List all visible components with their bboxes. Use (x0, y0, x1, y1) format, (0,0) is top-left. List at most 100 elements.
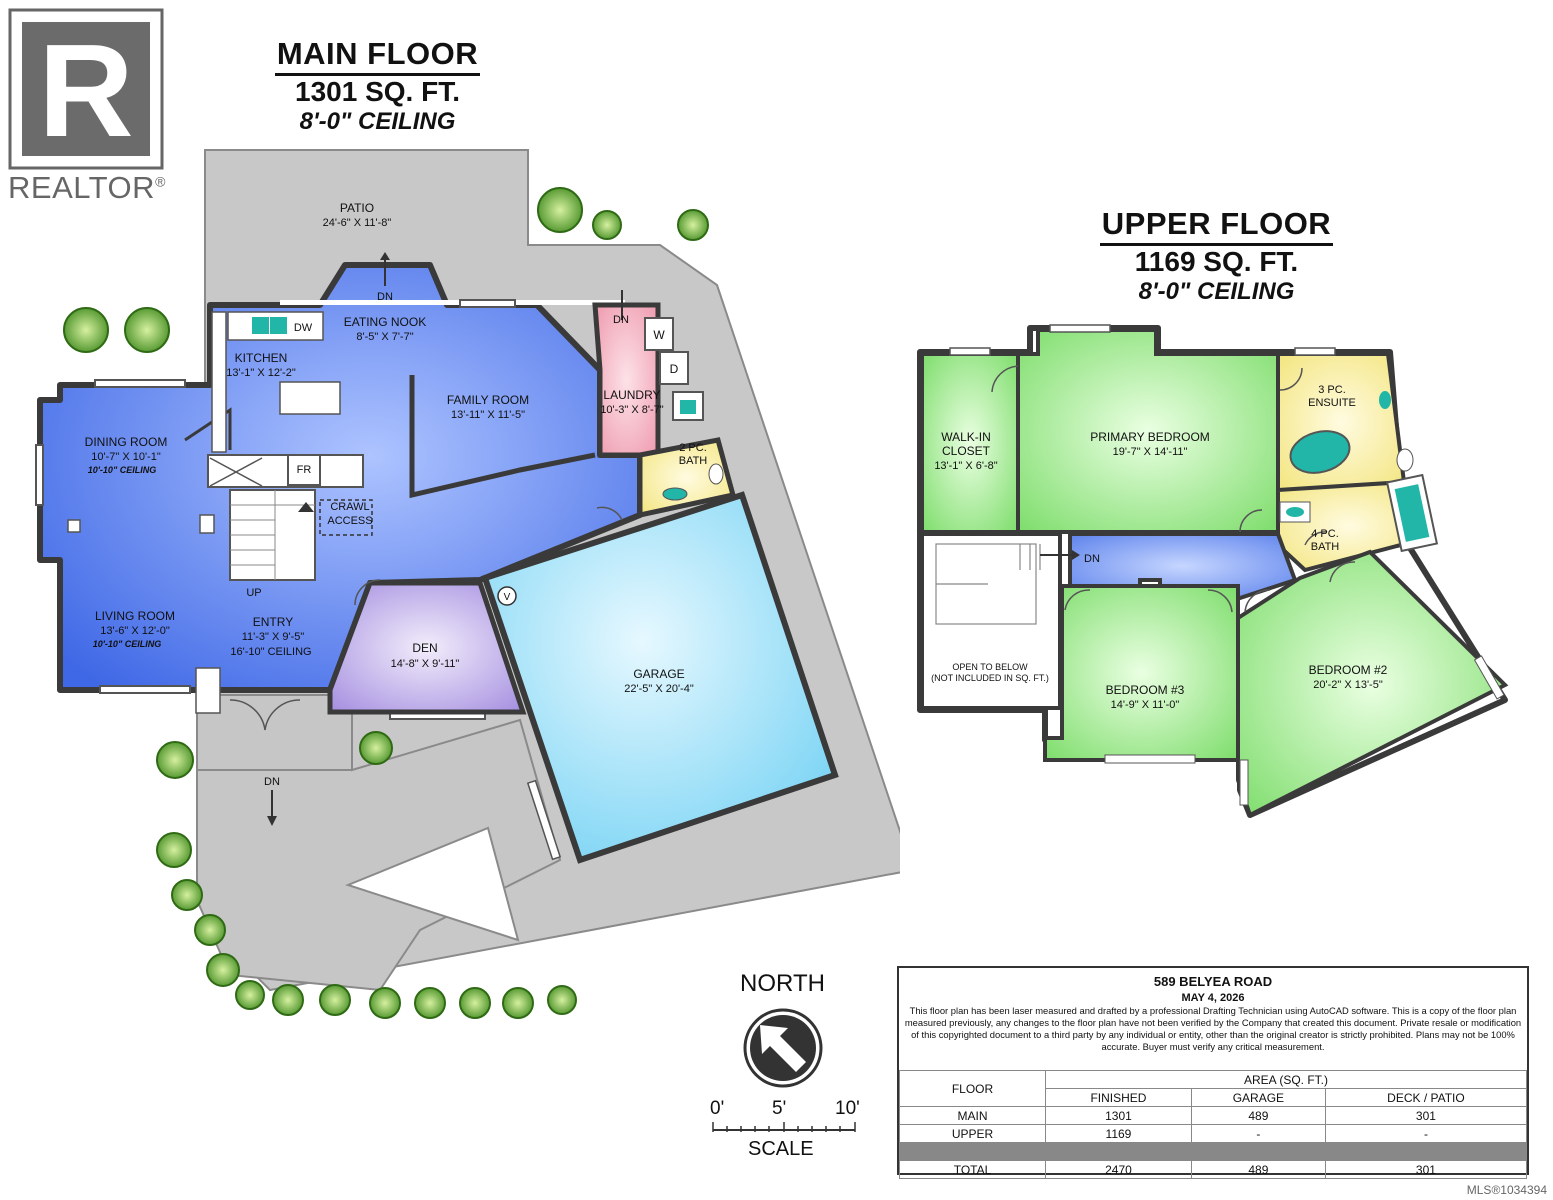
entry-ceiling: 16'-10" CEILING (230, 646, 311, 658)
north-label: NORTH (740, 970, 825, 997)
deck-header: DECK / PATIO (1324, 1088, 1528, 1107)
table-row: UPPER 1169 - - (899, 1124, 1528, 1143)
row-upper-finished: 1169 (1045, 1124, 1192, 1143)
row-upper-garage: - (1190, 1124, 1326, 1143)
row-upper-floor: UPPER (899, 1124, 1046, 1143)
row-main-deck: 301 (1324, 1106, 1528, 1125)
primary-bedroom-dim: 19'-7" X 14'-11" (1113, 446, 1188, 458)
finished-header: FINISHED (1045, 1088, 1192, 1107)
scale-bar: 0' 5' 10' SCALE (700, 1098, 870, 1163)
logo-text: REALTOR (8, 170, 156, 205)
bedroom-2-room (1236, 549, 1509, 818)
crawl-access-label1: CRAWL (330, 501, 369, 513)
four-pc-bath-label1: 4 PC. (1311, 528, 1339, 540)
trees (63, 187, 709, 1019)
main-floor-ceiling: 8'-0" CEILING (299, 108, 456, 135)
eating-nook-dim: 8'-5" X 7'-7" (356, 331, 413, 343)
row-total-garage: 489 (1190, 1160, 1326, 1179)
ensuite-room (1276, 352, 1408, 492)
open-to-below-label1: OPEN TO BELOW (952, 662, 1028, 672)
two-pc-bath-label2: BATH (679, 455, 708, 467)
logo-letter: R (38, 17, 133, 164)
row-total-floor: TOTAL (899, 1160, 1046, 1179)
row-total-finished: 2470 (1045, 1160, 1192, 1179)
ensuite-label1: 3 PC. (1318, 384, 1346, 396)
area-header: AREA (SQ. FT.) (1045, 1070, 1527, 1089)
plan-date: MAY 4, 2026 (1181, 992, 1245, 1004)
realtor-logo: R REALTOR® (8, 8, 188, 208)
garage-name: GARAGE (633, 667, 684, 681)
open-to-below-label2: (NOT INCLUDED IN SQ. FT.) (931, 673, 1049, 683)
area-table: FLOOR AREA (SQ. FT.) FINISHED GARAGE DEC… (899, 1070, 1528, 1179)
kitchen-dim: 13'-1" X 12'-2" (226, 367, 296, 379)
patio-name: PATIO (340, 201, 374, 215)
row-total-deck: 301 (1324, 1160, 1528, 1179)
row-main-finished: 1301 (1045, 1106, 1192, 1125)
scale-tick-5: 5' (772, 1098, 787, 1119)
family-room-name: FAMILY ROOM (447, 393, 529, 407)
row-main-garage: 489 (1190, 1106, 1326, 1125)
driveway-cutout (345, 826, 520, 942)
entry-dim: 11'-3" X 9'-5" (242, 631, 305, 643)
floor-header: FLOOR (899, 1070, 1046, 1107)
walk-in-closet-dim: 13'-1" X 6'-8" (934, 460, 997, 472)
living-room-ceiling: 10'-10" CEILING (93, 639, 161, 649)
living-room-name: LIVING ROOM (95, 609, 175, 623)
laundry-dim: 10'-3" X 8'-7" (600, 404, 663, 416)
garage-v-label: V (504, 592, 511, 603)
laundry-dn-label: DN (613, 314, 629, 326)
north-arrow-icon (743, 1008, 823, 1088)
dining-room-dim: 10'-7" X 10'-1" (91, 451, 161, 463)
disclaimer-text: This floor plan has been laser measured … (904, 1005, 1522, 1052)
dishwasher-label: DW (294, 322, 313, 334)
north-indicator: NORTH (720, 970, 845, 1093)
dining-room-ceiling: 10'-10" CEILING (88, 465, 156, 475)
walk-in-closet-label1: WALK-IN (941, 430, 991, 444)
two-pc-bath-label1: 2 PC. (679, 442, 707, 454)
garage-room (481, 491, 839, 864)
property-address: 589 BELYEA ROAD (1153, 974, 1273, 989)
entry-dn-label: DN (264, 776, 280, 788)
bedroom-3-dim: 14'-9" X 11'-0" (1111, 699, 1180, 711)
den-dim: 14'-8" X 9'-11" (391, 658, 460, 670)
upper-floor-title: UPPER FLOOR (1099, 206, 1334, 246)
main-floor-title-block: MAIN FLOOR 1301 SQ. FT. 8'-0" CEILING (260, 36, 495, 136)
family-room-dim: 13'-11" X 11'-5" (451, 409, 525, 421)
dining-room-name: DINING ROOM (85, 435, 168, 449)
upper-dn-label: DN (1084, 553, 1100, 565)
scale-tick-10: 10' (835, 1098, 860, 1119)
dryer-label: D (670, 362, 679, 376)
main-floor-plan: PATIO 24'-6" X 11'-8" DN EATING NOOK 8'-… (35, 149, 900, 1019)
patio-dim: 24'-6" X 11'-8" (323, 217, 392, 229)
kitchen-name: KITCHEN (235, 351, 288, 365)
washer-label: W (653, 328, 665, 342)
stairs-up-label: UP (246, 587, 261, 599)
laundry-room (592, 302, 661, 458)
four-pc-bath-label2: BATH (1311, 541, 1340, 553)
upper-floor-plan: WALK-IN CLOSET 13'-1" X 6'-8" PRIMARY BE… (917, 324, 1509, 818)
logo-mark: ® (155, 173, 166, 190)
ensuite-label2: ENSUITE (1308, 397, 1356, 409)
table-row: MAIN 1301 489 301 (899, 1106, 1528, 1125)
walk-in-closet-label2: CLOSET (942, 444, 991, 458)
scale-tick-0: 0' (710, 1098, 725, 1119)
upper-floor-area: 1169 SQ. FT. (1134, 246, 1299, 277)
upper-floor-title-block: UPPER FLOOR 1169 SQ. FT. 8'-0" CEILING (1094, 206, 1339, 306)
garage-dim: 22'-5" X 20'-4" (624, 683, 694, 695)
info-table: 589 BELYEA ROAD MAY 4, 2026 This floor p… (897, 966, 1529, 1179)
main-floor-title: MAIN FLOOR (274, 36, 481, 76)
eating-nook-name: EATING NOOK (344, 315, 426, 329)
row-upper-deck: - (1324, 1124, 1528, 1143)
bedroom-3-name: BEDROOM #3 (1106, 683, 1185, 697)
table-row: TOTAL 2470 489 301 (899, 1160, 1528, 1179)
den-room (327, 580, 527, 715)
entry-name: ENTRY (253, 615, 293, 629)
walk-in-closet-room (920, 352, 1020, 534)
realtor-logo-icon: R (8, 8, 164, 170)
den-name: DEN (412, 641, 437, 655)
living-room-dim: 13'-6" X 12'-0" (100, 625, 170, 637)
fridge-label: FR (297, 464, 312, 476)
garage-header: GARAGE (1190, 1088, 1326, 1107)
main-floor-area: 1301 SQ. FT. (295, 76, 460, 107)
upper-floor-ceiling: 8'-0" CEILING (1138, 278, 1295, 305)
